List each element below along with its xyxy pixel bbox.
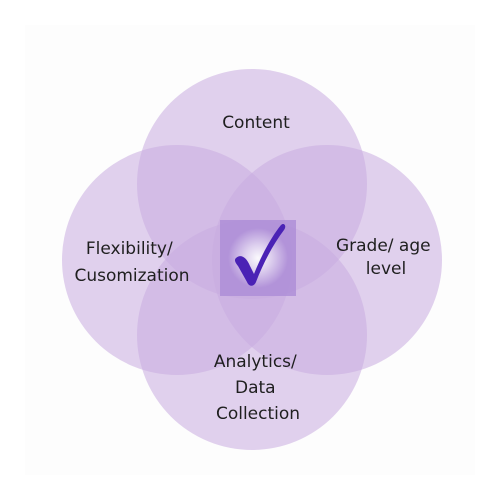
center-overlap [220, 220, 296, 296]
label-flexibility-customization: Flexibility/ Cusomization [74, 239, 189, 286]
circle-flexibility-customization [62, 145, 292, 375]
venn-circles [62, 69, 442, 450]
venn-labels: Content Grade/ age level Analytics/ Data… [74, 113, 436, 424]
label-content: Content [222, 113, 290, 133]
label-analytics-data-collection: Analytics/ Data Collection [214, 352, 302, 424]
checkmark-icon [234, 223, 286, 286]
label-grade-age-level: Grade/ age level [336, 236, 436, 279]
